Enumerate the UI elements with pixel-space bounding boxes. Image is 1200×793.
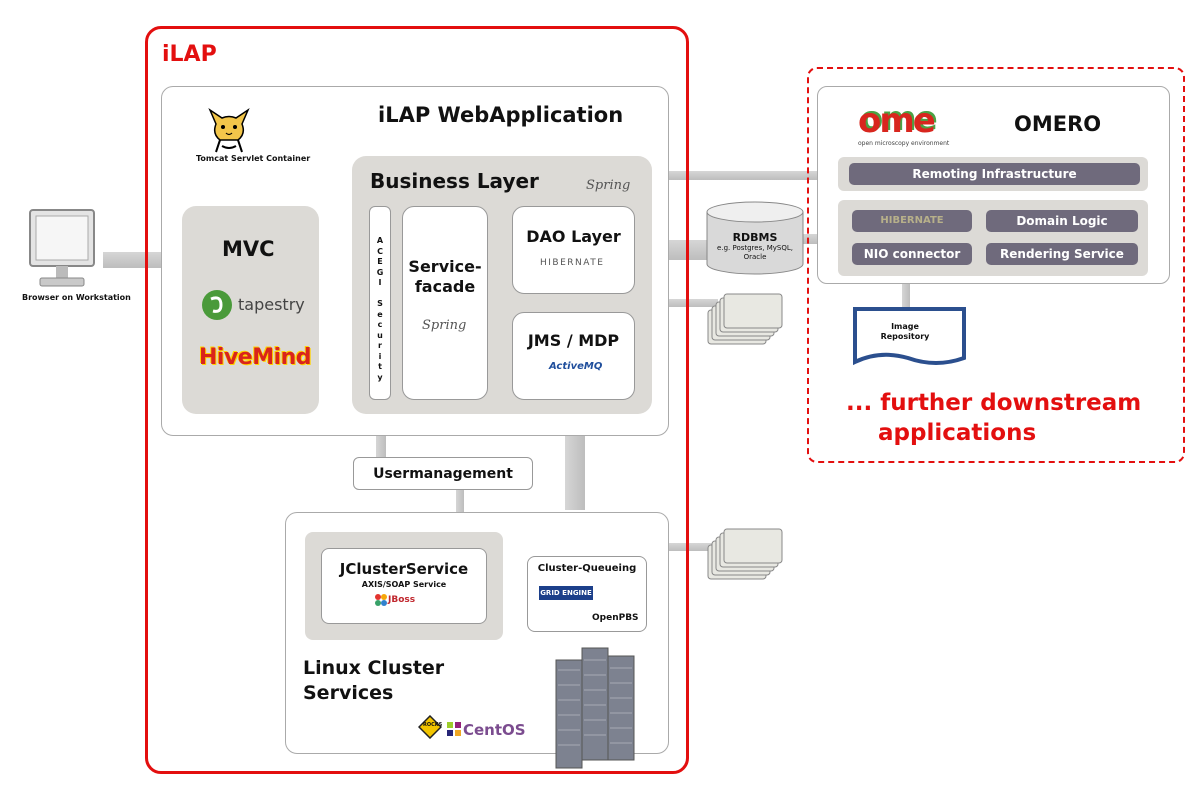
- file-stack-icon: [707, 528, 783, 580]
- ome-logo: ome: [858, 101, 936, 141]
- image-repository-icon: [853, 307, 966, 366]
- omero-hibernate: HIBERNATE: [852, 210, 972, 232]
- dao-layer-box: [512, 206, 635, 294]
- tomcat-label: Tomcat Servlet Container: [196, 154, 311, 163]
- business-layer-title: Business Layer: [370, 169, 539, 193]
- browser-label: Browser on Workstation: [22, 293, 131, 302]
- downstream-frame: [807, 67, 1185, 463]
- jboss-logo: JBoss: [388, 595, 416, 605]
- rocks-icon: [418, 715, 442, 739]
- hibernate-logo: HIBERNATE: [540, 258, 605, 268]
- mvc-title: MVC: [222, 237, 275, 261]
- nio-connector: NIO connector: [852, 243, 972, 265]
- omero-title: OMERO: [1014, 112, 1102, 136]
- monitor-icon: [29, 209, 95, 287]
- tapestry-icon: [202, 290, 232, 320]
- image-repository-label: Image Repository: [880, 322, 930, 341]
- further-downstream-label: ... further downstream applications: [846, 390, 1142, 446]
- cluster-queueing-title: Cluster-Queueing: [537, 563, 637, 574]
- jboss-icon: [375, 594, 387, 606]
- hivemind-logo: HiveMind: [199, 345, 312, 370]
- usermanagement-box: Usermanagement: [353, 457, 533, 490]
- openpbs-logo: OpenPBS: [592, 613, 639, 623]
- service-spring-logo: Spring: [422, 318, 467, 333]
- connector-business-remoting: [651, 171, 851, 180]
- ilap-title: iLAP: [162, 42, 217, 67]
- jclusterservice-title: JClusterService: [339, 560, 469, 578]
- tapestry-label: tapestry: [238, 295, 305, 314]
- ilap-frame: [145, 26, 689, 774]
- linux-cluster-title: Linux Cluster Services: [303, 657, 445, 704]
- service-facade-title: Service- facade: [408, 257, 482, 296]
- centos-label: CentOS: [463, 721, 526, 739]
- rendering-service: Rendering Service: [986, 243, 1138, 265]
- dao-layer-title: DAO Layer: [526, 227, 621, 246]
- jclusterservice-box: [321, 548, 487, 624]
- rdbms-subtitle: e.g. Postgres, MySQL, Oracle: [717, 244, 793, 261]
- server-rack-icon: [555, 647, 635, 769]
- centos-icon: [447, 722, 461, 736]
- ome-subtitle: open microscopy environment: [858, 140, 950, 147]
- webapp-title: iLAP WebApplication: [378, 103, 624, 127]
- domain-logic: Domain Logic: [986, 210, 1138, 232]
- jms-mdp-title: JMS / MDP: [527, 331, 620, 350]
- rocks-label: ROCKS: [423, 722, 443, 728]
- jclusterservice-subtitle: AXIS/SOAP Service: [361, 580, 447, 589]
- file-stack-icon: [707, 293, 783, 345]
- acegi-security-box: [369, 206, 391, 400]
- tomcat-icon: [208, 107, 250, 153]
- jms-mdp-box: [512, 312, 635, 400]
- rdbms-label: RDBMS: [732, 231, 778, 244]
- connector-omero-repository: [902, 276, 910, 308]
- service-facade-box: [402, 206, 488, 400]
- gridengine-logo: GRID ENGINE: [539, 586, 593, 600]
- activemq-logo: ActiveMQ: [549, 361, 603, 372]
- spring-logo: Spring: [586, 178, 631, 193]
- remoting-infrastructure: Remoting Infrastructure: [849, 163, 1140, 185]
- rdbms-icon: [706, 201, 804, 275]
